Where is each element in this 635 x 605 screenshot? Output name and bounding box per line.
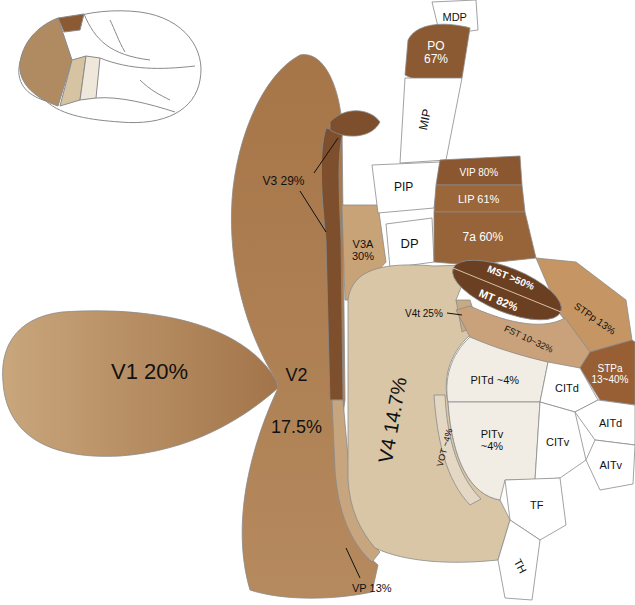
area-label: PITd ~4% [471,374,520,386]
leader-line [346,548,360,578]
brain-area: PO 67% [419,40,453,66]
vot-area [434,395,481,505]
area-label: V3A 30% [349,238,377,262]
dp-area [386,218,434,268]
brain-area: MST >50% [486,263,536,292]
brain-area: VP 13% [352,582,392,594]
area-label: AITd [599,417,622,429]
brain-area: LIP 61% [458,193,499,205]
area-label: 7a 60% [463,231,504,244]
brain-area: CITv [546,436,569,448]
brain-area: AITv [600,459,623,471]
brain-area: VIP 80% [460,167,499,178]
brain-area: V4 14.7% [374,375,411,464]
area-label: V4 14.7% [374,375,411,464]
brain-area: V3 29% [263,175,305,188]
area-label: STPp 13% [572,300,617,336]
area-label: TH [511,556,529,575]
area-label: 17.5% [271,418,322,438]
area-label: VOT ~4% [436,428,456,468]
mst-area [445,248,569,332]
leader-line [314,138,338,173]
brain-area: TH [511,556,529,575]
area-label: VIP 80% [460,167,499,178]
inset-brain [19,11,201,123]
brain-area: V4t 25% [405,308,443,319]
pip-area [372,162,440,213]
leader-lines [300,138,462,578]
v1-area [3,311,278,457]
area-label: V3 29% [263,175,305,188]
brain-area: AITd [599,417,622,429]
th-area [498,520,540,600]
area-label: PITv ~4% [475,428,509,452]
area-label: STPa 13~40% [590,363,630,385]
area-7a [434,212,536,265]
v3-area [330,111,380,136]
brain-area: PITd ~4% [471,374,520,386]
area-label: TF [530,499,543,511]
area-label: MDP [443,11,467,23]
brain-area: PITv ~4% [475,428,509,452]
area-label: LIP 61% [458,193,499,205]
mip-area [400,78,462,163]
area-label: VP 13% [352,582,392,594]
leader-line [300,191,326,232]
area-label: CITd [555,382,579,394]
brain-area: V3A 30% [349,238,377,262]
po-area [405,24,470,82]
area-label: MST >50% [486,263,536,292]
brain-area: DP [401,237,419,251]
brain-area: CITd [555,382,579,394]
brain-area: TF [530,499,543,511]
area-label: PO 67% [419,40,453,66]
brain-area: VOT ~4% [436,428,456,468]
area-label: PIP [394,181,413,194]
area-label: CITv [546,436,569,448]
area-label: V2 [286,366,308,386]
leader-line [447,313,462,315]
areas [3,0,635,600]
brain-area: MDP [443,11,467,23]
brain-area: 7a 60% [463,231,504,244]
brain-area: STPa 13~40% [590,363,630,385]
area-label: MT 82% [477,286,520,313]
brain-area: PIP [394,181,413,194]
brain-area: V2 17.5% [271,366,322,438]
lip-area [434,185,525,212]
area-label: V1 20% [111,360,188,384]
brain-area: MT 82% [477,286,520,313]
brain-area: MIP [417,108,434,132]
aitd-area [575,400,635,445]
vip-area [436,156,522,185]
brain-area: FST 10~32% [502,324,554,355]
area-label: FST 10~32% [502,324,554,355]
v3-area [321,128,343,400]
area-label: AITv [600,459,623,471]
area-label: V4t 25% [405,308,443,319]
aitv-area [586,440,635,490]
brain-area: STPp 13% [572,300,617,336]
brain-area: V1 20% [111,360,188,384]
area-label: DP [401,237,419,251]
area-label: MIP [417,108,434,132]
